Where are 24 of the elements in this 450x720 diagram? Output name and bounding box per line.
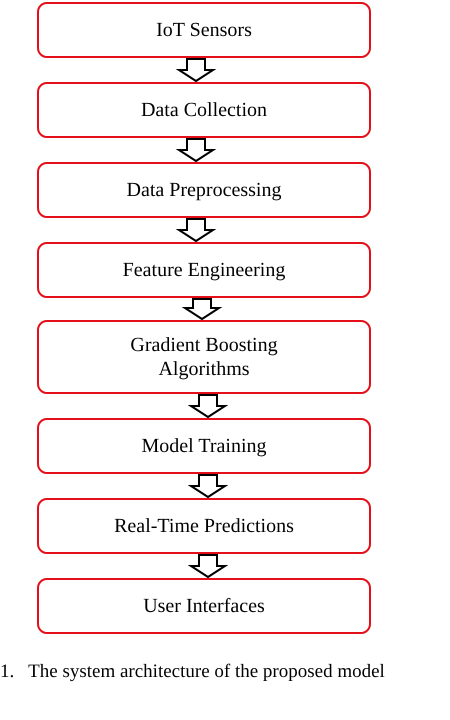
box-label: User Interfaces xyxy=(143,594,265,618)
box-label: Model Training xyxy=(141,434,267,458)
process-box xyxy=(37,498,371,554)
block-arrow xyxy=(176,218,216,242)
process-box xyxy=(37,578,371,634)
box-label: Gradient Boosting Algorithms xyxy=(129,333,279,381)
block-arrow xyxy=(182,298,222,320)
block-arrow xyxy=(176,138,216,162)
box-label: IoT Sensors xyxy=(156,18,252,42)
box-label: Data Collection xyxy=(140,98,268,122)
process-box xyxy=(37,2,371,58)
box-label: Real-Time Predictions xyxy=(114,514,294,538)
process-box xyxy=(37,418,371,474)
block-arrow xyxy=(188,474,228,498)
process-box xyxy=(37,320,371,394)
figure-caption: 1. The system architecture of the proposed model xyxy=(0,660,385,684)
box-label: Data Preprocessing xyxy=(126,178,282,202)
block-arrow xyxy=(188,554,228,578)
box-label: Feature Engineering xyxy=(122,258,286,282)
block-arrow xyxy=(176,58,216,82)
block-arrow xyxy=(188,394,228,418)
process-box xyxy=(37,162,371,218)
process-box xyxy=(37,242,371,298)
process-box xyxy=(37,82,371,138)
